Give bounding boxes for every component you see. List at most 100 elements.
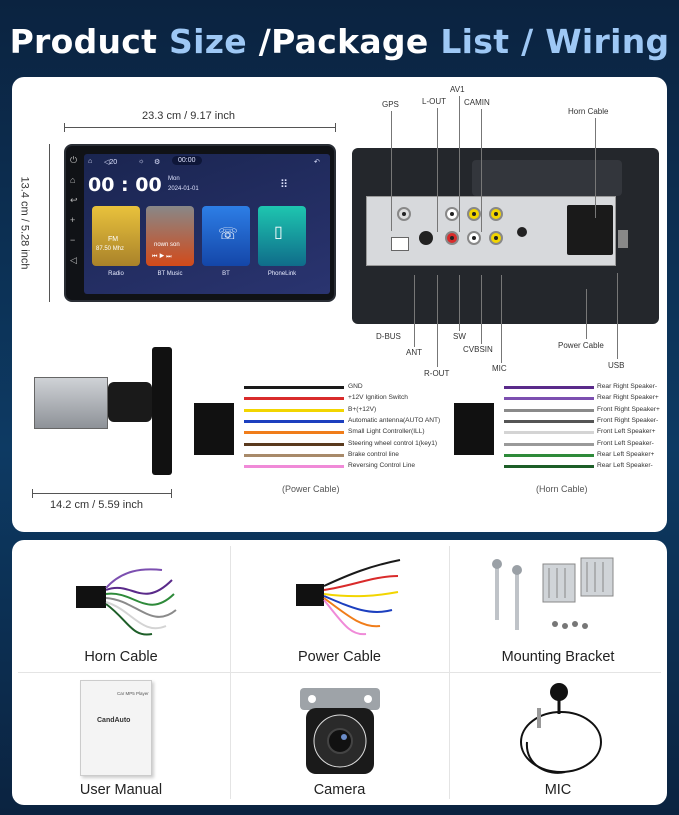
width-dimension: 23.3 cm / 9.17 inch (142, 110, 235, 122)
horn-leader (595, 118, 596, 218)
width-tick-right (335, 123, 336, 132)
power-cable-label: Power Cable (558, 341, 604, 350)
radio-tile[interactable]: FM 87.50 Mhz (92, 206, 140, 266)
settings-icon: ⚙ (154, 159, 161, 166)
gps-leader (391, 111, 392, 231)
volume-level: 20 (109, 159, 118, 166)
wire-line (244, 465, 344, 469)
ant-port (419, 231, 433, 245)
lout-label: L-OUT (422, 97, 446, 106)
camin-port (489, 207, 503, 221)
wire-line (244, 442, 344, 446)
package-item-camera: Camera (230, 672, 449, 805)
power-cable-image (296, 559, 401, 636)
title-part-2: Size (169, 22, 247, 61)
sw-leader (459, 275, 460, 331)
ant-label: ANT (406, 348, 422, 357)
wire-line (504, 386, 594, 389)
back-icon[interactable]: ↩ (70, 195, 78, 205)
mute-icon[interactable]: ◁ (70, 255, 77, 265)
package-item-label: MIC (544, 782, 572, 798)
wire-line (244, 397, 344, 401)
manual-heading: Car MP5 Player (117, 691, 149, 696)
mounting-bracket-image (492, 557, 614, 630)
rear-housing (472, 160, 622, 196)
wire-label: Front Right Speaker+ (597, 405, 660, 413)
mic-leader (501, 275, 502, 363)
power-leader (586, 289, 587, 339)
package-item-label: Camera (313, 782, 366, 798)
height-dimension: 13.4 cm / 5.28 inch (18, 176, 31, 270)
av1-port (467, 207, 481, 221)
power-cable-connector (194, 403, 234, 455)
lout-leader (437, 108, 438, 232)
phonelink-icon: ▯ (274, 224, 283, 241)
dbus-port (391, 237, 409, 251)
depth-dimension-line (32, 493, 172, 494)
package-list-panel: Horn Cable Power Cable (12, 540, 667, 805)
app-label: BT Music (157, 271, 183, 277)
phone-icon: ☏ (218, 226, 239, 243)
sw-port (467, 231, 481, 245)
rout-leader (437, 275, 438, 367)
music-title: nown son (154, 242, 180, 248)
wire-label: Automatic antenna(AUTO ANT) (348, 416, 441, 424)
wire-line (504, 397, 594, 401)
app-grid-icon[interactable]: ⠿ (280, 179, 289, 191)
wire-label: Reversing Control Line (348, 462, 416, 470)
date-text: 2024-01-01 (168, 186, 199, 192)
package-item-horn-cable: Horn Cable (12, 540, 230, 672)
wire-line (244, 408, 344, 412)
volume-up-icon[interactable]: + (70, 215, 76, 225)
cvbsin-label: CVBSIN (463, 345, 493, 354)
wire-label: +12V Ignition Switch (348, 394, 408, 402)
home-icon[interactable]: ⌂ (70, 175, 76, 185)
title-part-1: Product (9, 22, 158, 61)
cvbsin-leader (481, 275, 482, 344)
dbus-label: D-BUS (376, 332, 401, 341)
user-manual-image: Car MP5 Player CandAuto (80, 680, 152, 776)
bt-music-tile[interactable]: nown son ⏮ ▶ ⏭ (146, 206, 194, 266)
mic-image (520, 683, 602, 774)
app-label: BT (222, 271, 230, 277)
page-title: Product Size /Package List / Wiring (0, 22, 679, 61)
wire-label: Small Light Controller(ILL) (348, 428, 425, 436)
radio-frequency: 87.50 Mhz (96, 246, 124, 252)
package-item-user-manual: Car MP5 Player CandAuto User Manual (12, 672, 230, 805)
width-dimension-line (64, 127, 336, 128)
wire-label: Brake control line (348, 450, 399, 458)
usb-label: USB (608, 361, 625, 370)
gps-label: GPS (382, 100, 399, 109)
wire-label: Front Left Speaker+ (597, 428, 656, 436)
horn-cable-connector (454, 403, 494, 455)
day-text: Mon (168, 176, 180, 182)
horn-cable-image (76, 568, 177, 636)
wire-label: Rear Left Speaker+ (597, 450, 655, 458)
horn-cable-label: Horn Cable (568, 107, 609, 116)
wire-line (504, 419, 594, 423)
camin-leader (481, 109, 482, 232)
radio-band: FM (108, 236, 119, 243)
wire-line (244, 453, 344, 457)
chassis-side-view (34, 377, 108, 429)
phonelink-tile[interactable]: ▯ (258, 206, 306, 266)
brightness-icon: ☼ (138, 158, 145, 165)
wire-label: Steering wheel control 1(key1) (348, 439, 438, 447)
wire-line (504, 408, 594, 412)
home-clock: 00 : 00 (88, 174, 162, 196)
package-item-label: Power Cable (297, 649, 381, 665)
cvbsin-port (489, 231, 503, 245)
height-dimension-line (49, 144, 50, 302)
depth-tick-right (171, 489, 172, 498)
bt-tile[interactable]: ☏ (202, 206, 250, 266)
radio-freq-unit: Mhz (112, 246, 125, 252)
package-item-mounting-bracket: Mounting Bracket (449, 540, 667, 672)
wire-line (244, 386, 344, 389)
av1-label: AV1 (450, 85, 465, 94)
mic-label: MIC (492, 364, 507, 373)
package-item-label: User Manual (79, 782, 163, 798)
power-icon[interactable]: ⏻ (70, 155, 78, 165)
wire-label: Rear Left Speaker- (597, 462, 653, 470)
volume-down-icon[interactable]: − (70, 235, 76, 245)
size-wiring-panel: 23.3 cm / 9.17 inch 13.4 cm / 5.28 inch … (12, 77, 667, 532)
